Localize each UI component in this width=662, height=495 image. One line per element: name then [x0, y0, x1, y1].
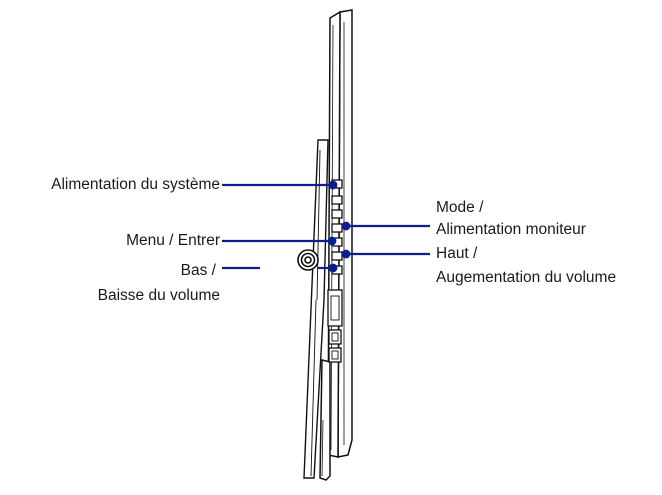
callout-dot-system-power	[328, 180, 338, 190]
monitor-body	[319, 9, 353, 481]
callout-dot-up	[341, 249, 351, 259]
label-up-line1: Haut /	[436, 245, 478, 262]
label-down-line2: Baisse du volume	[97, 287, 220, 304]
label-menu-enter: Menu / Entrer	[126, 232, 220, 249]
label-down-line1: Bas /	[180, 262, 216, 279]
callouts	[222, 180, 430, 273]
button-mode	[331, 223, 343, 233]
button-1	[331, 195, 343, 205]
label-mode-line1: Mode /	[436, 199, 484, 216]
label-up-line2: Augementation du volume	[436, 269, 617, 286]
button-up	[331, 251, 343, 261]
button-2	[331, 209, 343, 219]
ports	[327, 289, 343, 363]
label-system-power: Alimentation du système	[51, 176, 220, 193]
callout-dot-down	[328, 263, 338, 273]
hinge-knob	[297, 249, 319, 271]
callout-dot-mode	[341, 221, 351, 231]
label-mode-line2: Alimentation moniteur	[436, 221, 586, 238]
callout-dot-menu	[327, 236, 337, 246]
stand	[303, 139, 329, 479]
